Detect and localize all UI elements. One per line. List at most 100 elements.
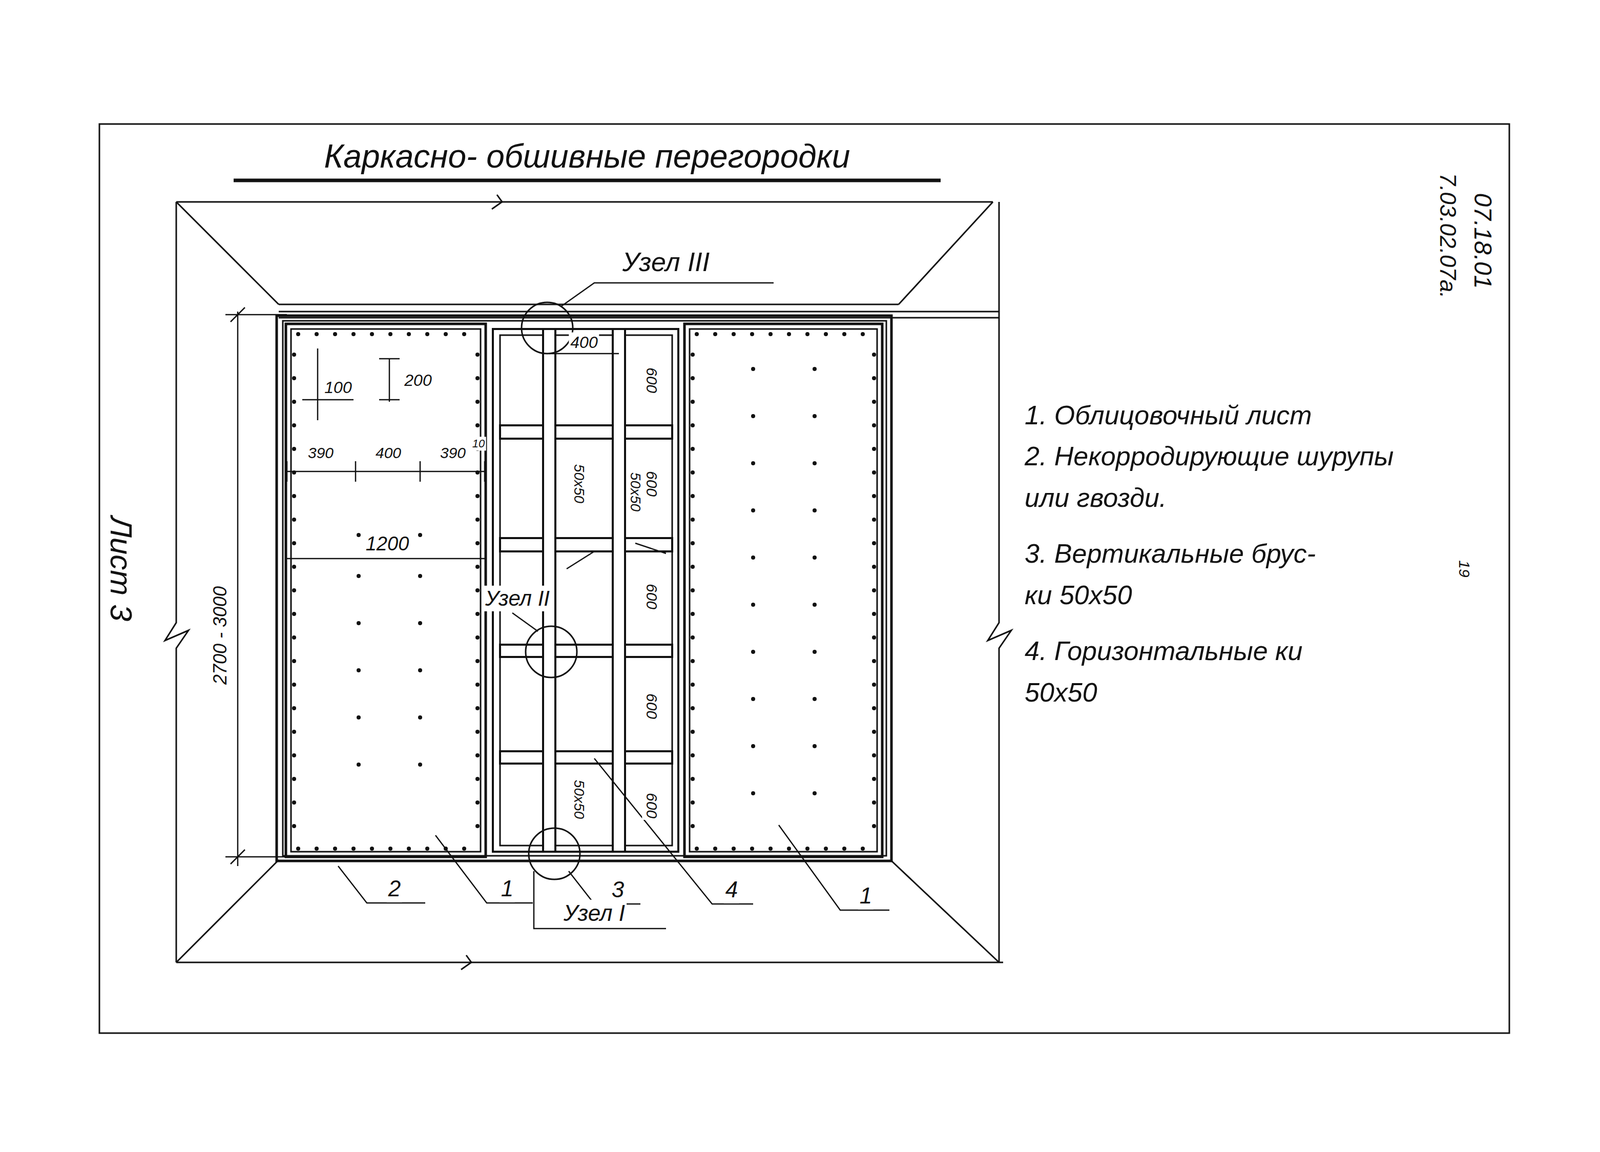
screw-dot [292,423,297,428]
screw-dot [475,729,480,734]
screw-dot [690,423,695,428]
screw-dot [418,762,423,767]
node-circle [528,827,580,880]
screw-dot [356,762,361,767]
screw-dot [751,791,756,796]
screw-dot [351,331,356,337]
screw-dot [812,413,817,419]
screw-dot [443,331,448,337]
screw-dot [751,602,756,607]
screw-dot [462,331,467,337]
screw-dot [751,696,756,701]
screw-dot [292,588,297,593]
screw-dot [871,517,877,522]
screw-dot [871,493,877,498]
screw-dot [871,611,877,616]
partition-wall [276,315,892,861]
screw-dot [475,682,480,687]
screw-dot [292,352,297,357]
screw-dot [860,331,865,337]
right-wall-break [987,201,1012,963]
screw-dot [812,461,817,466]
screw-dot [731,846,736,851]
screw-dot [475,611,480,616]
dimension: 1200 [364,532,411,556]
dim-line [302,348,354,421]
screw-dots [292,331,877,851]
callout-number: 3 [610,876,626,904]
screw-dot [406,331,411,337]
screw-dot [751,555,756,560]
screw-dot [805,846,810,851]
node-label: Узел II [483,585,552,612]
screw-dot [296,846,301,851]
screw-dot [388,846,393,851]
dimension: 600 [642,469,662,498]
screw-dot [292,658,297,663]
screw-dot [292,611,297,616]
screw-dot [690,658,695,663]
screw-dot [475,588,480,593]
callout-number: 4 [723,876,740,904]
sheet-number: Лист 3 [102,514,140,623]
document-code: 07.18.01 [1467,191,1498,291]
screw-dot [871,588,877,593]
screw-dot [475,564,480,569]
screw-dot [356,620,361,626]
screw-dot [842,331,847,337]
callout-number: 2 [386,875,403,903]
section-size: 50х50 [570,462,588,505]
legend-item: 1. Облицовочный лист [1024,394,1435,436]
screw-dot [292,564,297,569]
screw-dot [690,611,695,616]
screw-dot [694,846,699,851]
facing-sheet [285,323,486,857]
screw-dot [842,846,847,851]
screw-dot [475,399,480,404]
screw-dot [314,846,319,851]
node-circle [521,302,573,354]
screw-dot [356,573,361,578]
facing-sheet [291,328,481,852]
screw-dot [871,470,877,475]
screw-dot [292,541,297,546]
screw-dot [418,573,423,578]
screw-dot [860,846,865,851]
wall-outline [276,315,892,861]
screw-dot [871,564,877,569]
dimension: 200 [402,370,433,391]
leader-line [778,824,890,910]
screw-dot [690,776,695,781]
screw-dot [750,331,755,337]
screw-dot [871,729,877,734]
dimension: 600 [642,691,662,721]
screw-dot [812,555,817,560]
dimension: 400 [568,332,599,353]
leader-line [435,835,533,903]
left-wall-break [164,201,189,963]
dimension: 390 [306,443,336,463]
screw-dot [475,517,480,522]
screw-dot [812,508,817,513]
dimension: 600 [642,365,662,395]
screw-dot [388,331,393,337]
screw-dot [690,823,695,828]
dim-line [285,557,486,560]
screw-dot [292,446,297,451]
screw-dot [871,635,877,640]
screw-dot [871,753,877,758]
legend-item: 2. Некорродирующие шурупы или гвозди. [1024,435,1415,518]
section-size: 50х50 [626,470,644,513]
legend-item: 3. Вертикальные брус- ки 50х50 [1024,532,1343,616]
dimension: 390 [438,443,468,463]
screw-dot [690,376,695,381]
screw-dot [871,423,877,428]
screw-dot [690,800,695,805]
screw-dot [871,352,877,357]
screw-dot [871,376,877,381]
screw-dot [786,846,792,851]
screw-dot [871,823,877,828]
screw-dot [475,776,480,781]
screw-dot [768,331,773,337]
dimension: 600 [642,582,662,611]
